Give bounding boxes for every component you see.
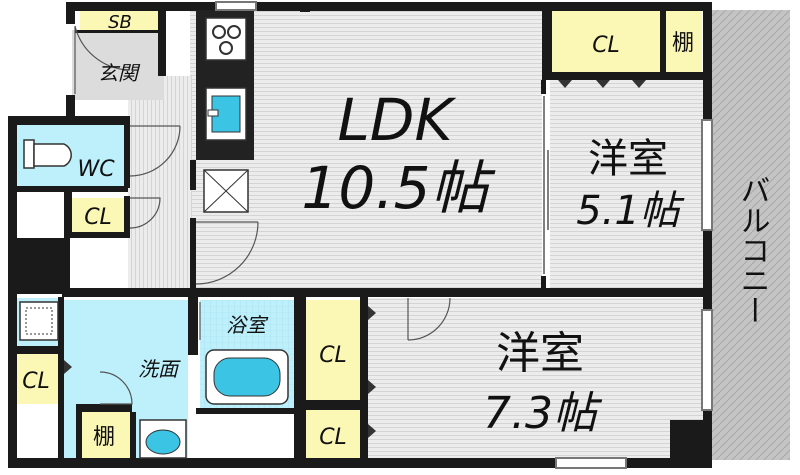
western-room-1-floor — [550, 80, 705, 288]
closet-wash — [14, 354, 58, 404]
western-room-1-name: 洋室 — [588, 136, 668, 182]
closet-toilet — [72, 198, 124, 232]
balcony-floor — [712, 10, 790, 460]
shelf-wash — [80, 412, 130, 458]
closet-top-label: CL — [592, 33, 620, 58]
sliding-partition — [543, 96, 549, 274]
shelf-wash-label: 棚 — [93, 425, 115, 450]
closet-mid-1 — [306, 300, 360, 400]
shelf-top-label: 棚 — [672, 31, 694, 56]
windows — [215, 1, 713, 469]
bathtub-icon — [205, 349, 289, 405]
ldk-size: 10.5帖 — [301, 154, 495, 222]
ldk-name: LDK — [337, 86, 456, 154]
washroom-label: 洗面 — [138, 357, 181, 381]
closet-top — [552, 10, 662, 72]
shelf-top — [664, 10, 702, 72]
stove-icon — [205, 17, 247, 61]
closet-door-marks — [64, 80, 646, 438]
bathroom-label: 浴室 — [226, 313, 269, 337]
western-room-2-size: 7.3帖 — [483, 388, 603, 439]
closet-mid-2-label: CL — [319, 425, 347, 450]
western-room-2-name: 洋室 — [496, 328, 584, 379]
corridor-floor — [128, 76, 192, 288]
toilet-icon — [23, 139, 72, 169]
western-room-2-floor — [368, 298, 705, 458]
entrance-floor — [72, 30, 164, 100]
entrance-label: 玄関 — [98, 61, 141, 85]
kitchen-sink-icon — [205, 87, 247, 141]
balcony-label: バルコニー — [735, 175, 770, 325]
closet-wash-label: CL — [22, 369, 50, 394]
doors — [74, 25, 451, 405]
shoe-box — [80, 10, 160, 32]
western-room-1-size: 5.1帖 — [576, 188, 685, 234]
wash-basin-icon — [139, 419, 187, 459]
washing-machine-icon — [19, 301, 59, 341]
closet-mid-1-label: CL — [319, 343, 347, 368]
refrigerator-space — [203, 169, 249, 213]
closet-toilet-label: CL — [84, 205, 112, 230]
toilet-label: WC — [77, 157, 115, 182]
closet-mid-2 — [306, 410, 360, 460]
shoe-box-label: SB — [108, 12, 132, 33]
